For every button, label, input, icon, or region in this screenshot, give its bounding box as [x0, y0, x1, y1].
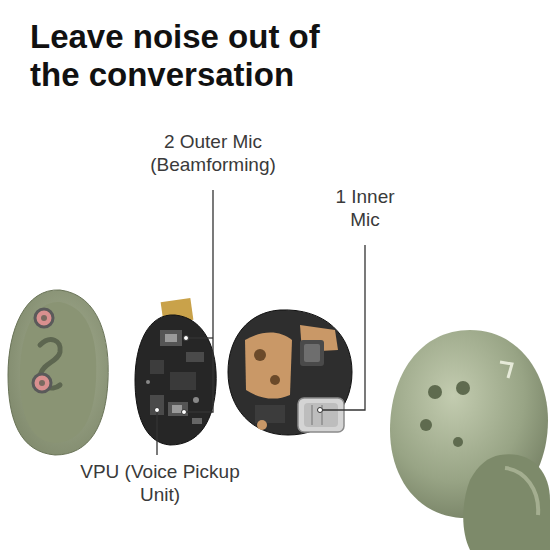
leader-dot	[155, 336, 323, 415]
earbud-body	[390, 330, 550, 550]
driver-module	[228, 310, 352, 435]
outer-shell	[8, 290, 108, 455]
callout-label: 1 Inner Mic	[325, 185, 405, 231]
heading: Leave noise out of the conversation	[30, 18, 330, 94]
callout-label: VPU (Voice Pickup Unit)	[65, 460, 255, 506]
callout-label: 2 Outer Mic (Beamforming)	[118, 130, 308, 176]
circuit-board	[135, 298, 216, 445]
